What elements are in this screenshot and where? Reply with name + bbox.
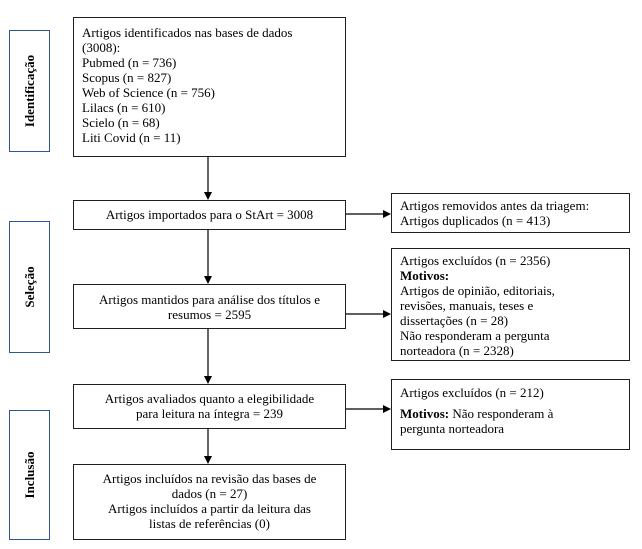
identified-box: Artigos identificados nas bases de dados…	[73, 17, 346, 157]
excluded-2-motives-label: Motivos:	[400, 406, 450, 421]
included-line3: Artigos incluídos a partir da leitura da…	[108, 501, 311, 516]
kept-line1: Artigos mantidos para análise dos título…	[99, 292, 320, 307]
database-lilacs: Lilacs (n = 610)	[82, 100, 166, 115]
included-line4: listas de referências (0)	[149, 516, 270, 531]
excluded-2-title: Artigos excluídos (n = 212)	[400, 385, 544, 400]
included-line1: Artigos incluídos na revisão das bases d…	[102, 471, 317, 486]
excluded-2-reason-a: Não responderam à	[449, 406, 554, 421]
evaluated-line1: Artigos avaliados quanto a elegibilidade	[104, 391, 315, 406]
identified-total: (3008):	[82, 40, 121, 55]
kept-box: Artigos mantidos para análise dos título…	[73, 284, 346, 329]
stage-inclusion: Inclusão	[9, 410, 50, 540]
excluded-2-reason-b: pergunta norteadora	[400, 421, 505, 436]
removed-duplicates: Artigos duplicados (n = 413)	[400, 213, 551, 228]
removed-title: Artigos removidos antes da triagem:	[400, 198, 590, 213]
identified-title: Artigos identificados nas bases de dados	[82, 25, 293, 40]
excluded-1-reason-2a: Não responderam a pergunta	[400, 328, 550, 343]
database-web-of-science: Web of Science (n = 756)	[82, 85, 215, 100]
removed-box: Artigos removidos antes da triagem: Arti…	[391, 193, 630, 233]
excluded-1-reason-1c: dissertações (n = 28)	[400, 313, 509, 328]
included-box: Artigos incluídos na revisão das bases d…	[73, 464, 346, 540]
database-scopus: Scopus (n = 827)	[82, 70, 172, 85]
included-line2: dados (n = 27)	[171, 486, 248, 501]
database-liti-covid: Liti Covid (n = 11)	[82, 130, 181, 145]
excluded-2-motives: Motivos: Não responderam à	[400, 406, 629, 421]
excluded-1-motives: Motivos:	[400, 268, 629, 283]
evaluated-line2: para leitura na íntegra = 239	[135, 406, 284, 421]
database-pubmed: Pubmed (n = 736)	[82, 55, 177, 70]
excluded-1-reason-1b: revisões, manuais, teses e	[400, 298, 534, 313]
stage-selection: Seleção	[9, 221, 50, 353]
evaluated-box: Artigos avaliados quanto a elegibilidade…	[73, 384, 346, 429]
imported-box: Artigos importados para o StArt = 3008	[73, 200, 346, 230]
imported-text: Artigos importados para o StArt = 3008	[105, 207, 314, 222]
database-scielo: Scielo (n = 68)	[82, 115, 160, 130]
excluded-box-1: Artigos excluídos (n = 2356) Motivos: Ar…	[391, 248, 630, 361]
excluded-1-motives-label: Motivos:	[400, 268, 450, 283]
excluded-box-2: Artigos excluídos (n = 212) Motivos: Não…	[391, 379, 630, 450]
stage-identification: Identificação	[9, 30, 50, 152]
excluded-1-reason-1a: Artigos de opinião, editoriais,	[400, 283, 555, 298]
excluded-1-reason-2b: norteadora (n = 2328)	[400, 343, 514, 358]
excluded-1-title: Artigos excluídos (n = 2356)	[400, 253, 551, 268]
kept-line2: resumos = 2595	[167, 307, 252, 322]
